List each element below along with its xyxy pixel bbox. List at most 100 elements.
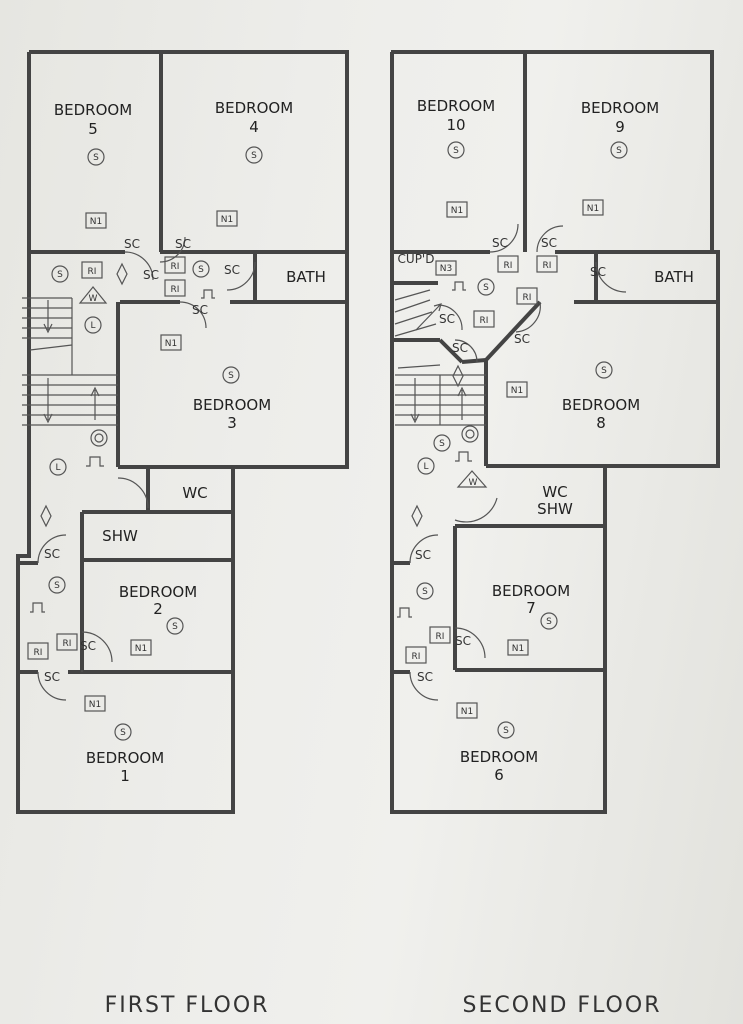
sc-label: SC bbox=[224, 263, 240, 277]
svg-text:RI: RI bbox=[88, 267, 97, 277]
bath-label: BATH bbox=[286, 268, 326, 286]
svg-text:RI: RI bbox=[436, 632, 445, 642]
smoke-detector-icon: S bbox=[433, 434, 451, 452]
smoke-detector-icon: S bbox=[166, 617, 184, 635]
svg-text:W: W bbox=[89, 294, 98, 304]
smoke-detector-icon: S bbox=[48, 576, 66, 594]
cupboard-label: CUP'D bbox=[398, 252, 435, 266]
sounder-icon bbox=[30, 602, 45, 613]
smoke-detector-icon: S bbox=[497, 721, 515, 739]
smoke-detector-icon: S bbox=[222, 366, 240, 384]
bedroom-4-number: 4 bbox=[249, 118, 259, 136]
ri-symbol: RI bbox=[473, 310, 495, 328]
smoke-detector-icon: S bbox=[245, 146, 263, 164]
door-swing bbox=[454, 497, 498, 523]
n1-symbol: N1 bbox=[456, 702, 478, 719]
bedroom-label: BEDROOM bbox=[492, 582, 570, 600]
svg-text:S: S bbox=[120, 728, 126, 738]
wc-label: WC bbox=[182, 484, 207, 502]
shower-label: SHW bbox=[537, 500, 573, 518]
bedroom-10-number: 10 bbox=[446, 116, 465, 134]
sc-label: SC bbox=[452, 341, 468, 355]
target-icon bbox=[461, 425, 479, 443]
bedroom-2-number: 2 bbox=[153, 600, 163, 618]
svg-text:W: W bbox=[469, 478, 478, 488]
door-swing bbox=[409, 534, 439, 564]
n1-symbol: N1 bbox=[130, 639, 152, 656]
sc-label: SC bbox=[455, 634, 471, 648]
smoke-detector-icon: S bbox=[114, 723, 132, 741]
diamond-icon bbox=[452, 364, 464, 388]
svg-text:S: S bbox=[483, 283, 489, 293]
svg-text:N1: N1 bbox=[512, 644, 524, 654]
svg-text:RI: RI bbox=[34, 648, 43, 658]
svg-text:N1: N1 bbox=[461, 707, 473, 717]
door-swing bbox=[37, 671, 67, 701]
svg-text:S: S bbox=[54, 581, 60, 591]
smoke-detector-icon: S bbox=[595, 361, 613, 379]
stairs bbox=[22, 297, 118, 426]
smoke-detector-icon: S bbox=[87, 148, 105, 166]
door-swing bbox=[437, 304, 463, 331]
svg-text:S: S bbox=[439, 439, 445, 449]
sc-label: SC bbox=[492, 236, 508, 250]
first-floor-title: FIRST FLOOR bbox=[105, 993, 270, 1018]
svg-text:S: S bbox=[601, 366, 607, 376]
ri-symbol: RI bbox=[81, 261, 103, 279]
bedroom-8-number: 8 bbox=[596, 414, 606, 432]
sc-label: SC bbox=[124, 237, 140, 251]
sounder-icon bbox=[86, 456, 104, 467]
first-floor-plan: BEDROOM 5 BEDROOM 4 BEDROOM 3 BEDROOM 2 … bbox=[16, 50, 349, 1018]
bedroom-label: BEDROOM bbox=[119, 583, 197, 601]
sc-label: SC bbox=[541, 236, 557, 250]
svg-text:N1: N1 bbox=[451, 206, 463, 216]
door-swing bbox=[179, 301, 207, 329]
sc-label: SC bbox=[192, 303, 208, 317]
svg-text:S: S bbox=[422, 587, 428, 597]
n1-symbol: N1 bbox=[506, 381, 528, 398]
svg-text:RI: RI bbox=[171, 285, 180, 295]
ri-symbol: RI bbox=[56, 633, 78, 651]
bedroom-label: BEDROOM bbox=[417, 97, 495, 115]
bedroom-label: BEDROOM bbox=[460, 748, 538, 766]
n1-symbol: N1 bbox=[160, 334, 182, 351]
svg-text:S: S bbox=[172, 622, 178, 632]
door-swing bbox=[595, 261, 627, 293]
bedroom-9-number: 9 bbox=[615, 118, 625, 136]
sc-label: SC bbox=[415, 548, 431, 562]
target-icon bbox=[90, 429, 108, 447]
second-floor-title: SECOND FLOOR bbox=[463, 993, 662, 1018]
diamond-icon bbox=[411, 504, 423, 528]
bedroom-label: BEDROOM bbox=[215, 99, 293, 117]
door-swing bbox=[159, 236, 186, 263]
svg-text:L: L bbox=[55, 463, 60, 473]
bedroom-label: BEDROOM bbox=[193, 396, 271, 414]
door-swing bbox=[454, 627, 486, 659]
sc-label: SC bbox=[590, 265, 606, 279]
bedroom-label: BEDROOM bbox=[562, 396, 640, 414]
sc-label: SC bbox=[44, 670, 60, 684]
n1-symbol: N1 bbox=[507, 639, 529, 656]
svg-text:S: S bbox=[503, 726, 509, 736]
svg-text:RI: RI bbox=[504, 261, 513, 271]
door-swing bbox=[409, 671, 439, 701]
svg-text:N1: N1 bbox=[135, 644, 147, 654]
ri-symbol: RI bbox=[497, 255, 519, 273]
second-floor-plan: BEDROOM 10 BEDROOM 9 BEDROOM 8 BEDROOM 7… bbox=[390, 50, 720, 1018]
door-swing bbox=[117, 477, 149, 509]
door-swing bbox=[515, 301, 541, 333]
svg-text:S: S bbox=[546, 617, 552, 627]
svg-text:S: S bbox=[251, 151, 257, 161]
sc-label: SC bbox=[439, 312, 455, 326]
smoke-detector-icon: S bbox=[51, 265, 69, 283]
svg-text:N1: N1 bbox=[89, 700, 101, 710]
light-icon: L bbox=[417, 457, 435, 475]
shower-label: SHW bbox=[102, 527, 138, 545]
n3-symbol: N3 bbox=[435, 260, 457, 276]
svg-text:N1: N1 bbox=[511, 386, 523, 396]
stairs bbox=[394, 289, 486, 426]
svg-text:RI: RI bbox=[543, 261, 552, 271]
svg-text:S: S bbox=[198, 265, 204, 275]
door-swing bbox=[124, 251, 154, 281]
n1-symbol: N1 bbox=[85, 212, 107, 229]
